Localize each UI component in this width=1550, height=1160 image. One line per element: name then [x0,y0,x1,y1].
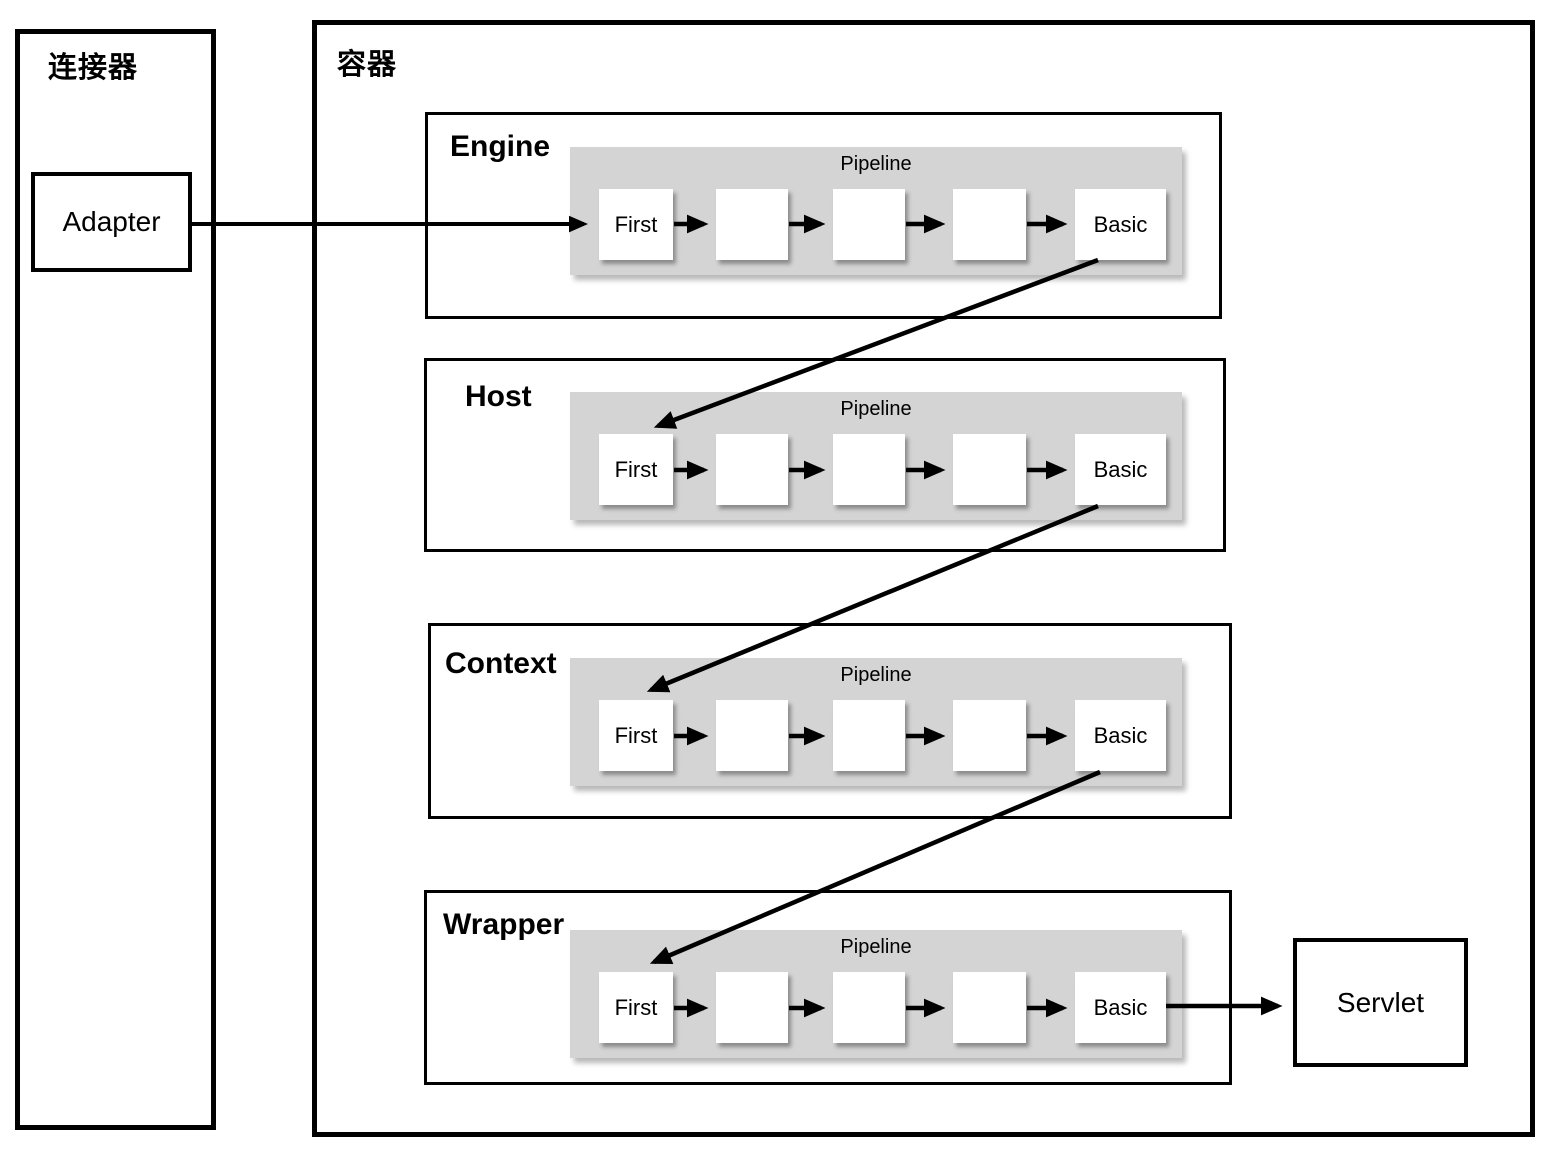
context-valve-slot [953,700,1026,771]
context-pipeline: Pipeline First Basic [570,658,1182,786]
engine-pipeline: Pipeline First Basic [570,147,1182,275]
connector-panel: 连接器 Adapter [15,29,216,1130]
connector-panel-title: 连接器 [48,52,139,84]
context-valve-slot [833,700,905,771]
container-panel: 容器 Engine Pipeline First Basic Host Pipe… [312,20,1535,1137]
context-pipeline-title: Pipeline [840,664,912,686]
section-engine: Engine Pipeline First Basic [425,112,1222,319]
section-wrapper: Wrapper Pipeline First Basic [424,890,1232,1085]
context-valve-slot [716,700,788,771]
wrapper-valve-slot [953,972,1026,1043]
engine-pipeline-title: Pipeline [840,153,912,175]
section-context: Context Pipeline First Basic [428,623,1232,819]
section-host: Host Pipeline First Basic [424,358,1226,552]
wrapper-valve-slot [716,972,788,1043]
servlet-node: Servlet [1293,938,1468,1067]
host-basic-valve: Basic [1075,434,1166,505]
engine-valve-slot [716,189,788,260]
wrapper-first-valve: First [599,972,673,1043]
host-pipeline-title: Pipeline [840,398,912,420]
adapter-node: Adapter [31,172,192,272]
container-panel-title: 容器 [337,49,398,81]
section-wrapper-label: Wrapper [443,908,565,941]
wrapper-pipeline-title: Pipeline [840,936,912,958]
host-valve-slot [953,434,1026,505]
section-host-label: Host [465,380,532,413]
engine-first-valve: First [599,189,673,260]
host-valve-slot [716,434,788,505]
host-first-valve: First [599,434,673,505]
adapter-label: Adapter [62,206,161,237]
host-pipeline: Pipeline First Basic [570,392,1182,520]
wrapper-valve-slot [833,972,905,1043]
engine-valve-slot [833,189,905,260]
context-first-valve: First [599,700,673,771]
section-engine-label: Engine [450,130,551,163]
wrapper-pipeline: Pipeline First Basic [570,930,1182,1058]
wrapper-basic-valve: Basic [1075,972,1166,1043]
section-context-label: Context [445,647,557,680]
servlet-label: Servlet [1336,986,1425,1018]
engine-valve-slot [953,189,1026,260]
engine-basic-valve: Basic [1075,189,1166,260]
context-basic-valve: Basic [1075,700,1166,771]
host-valve-slot [833,434,905,505]
